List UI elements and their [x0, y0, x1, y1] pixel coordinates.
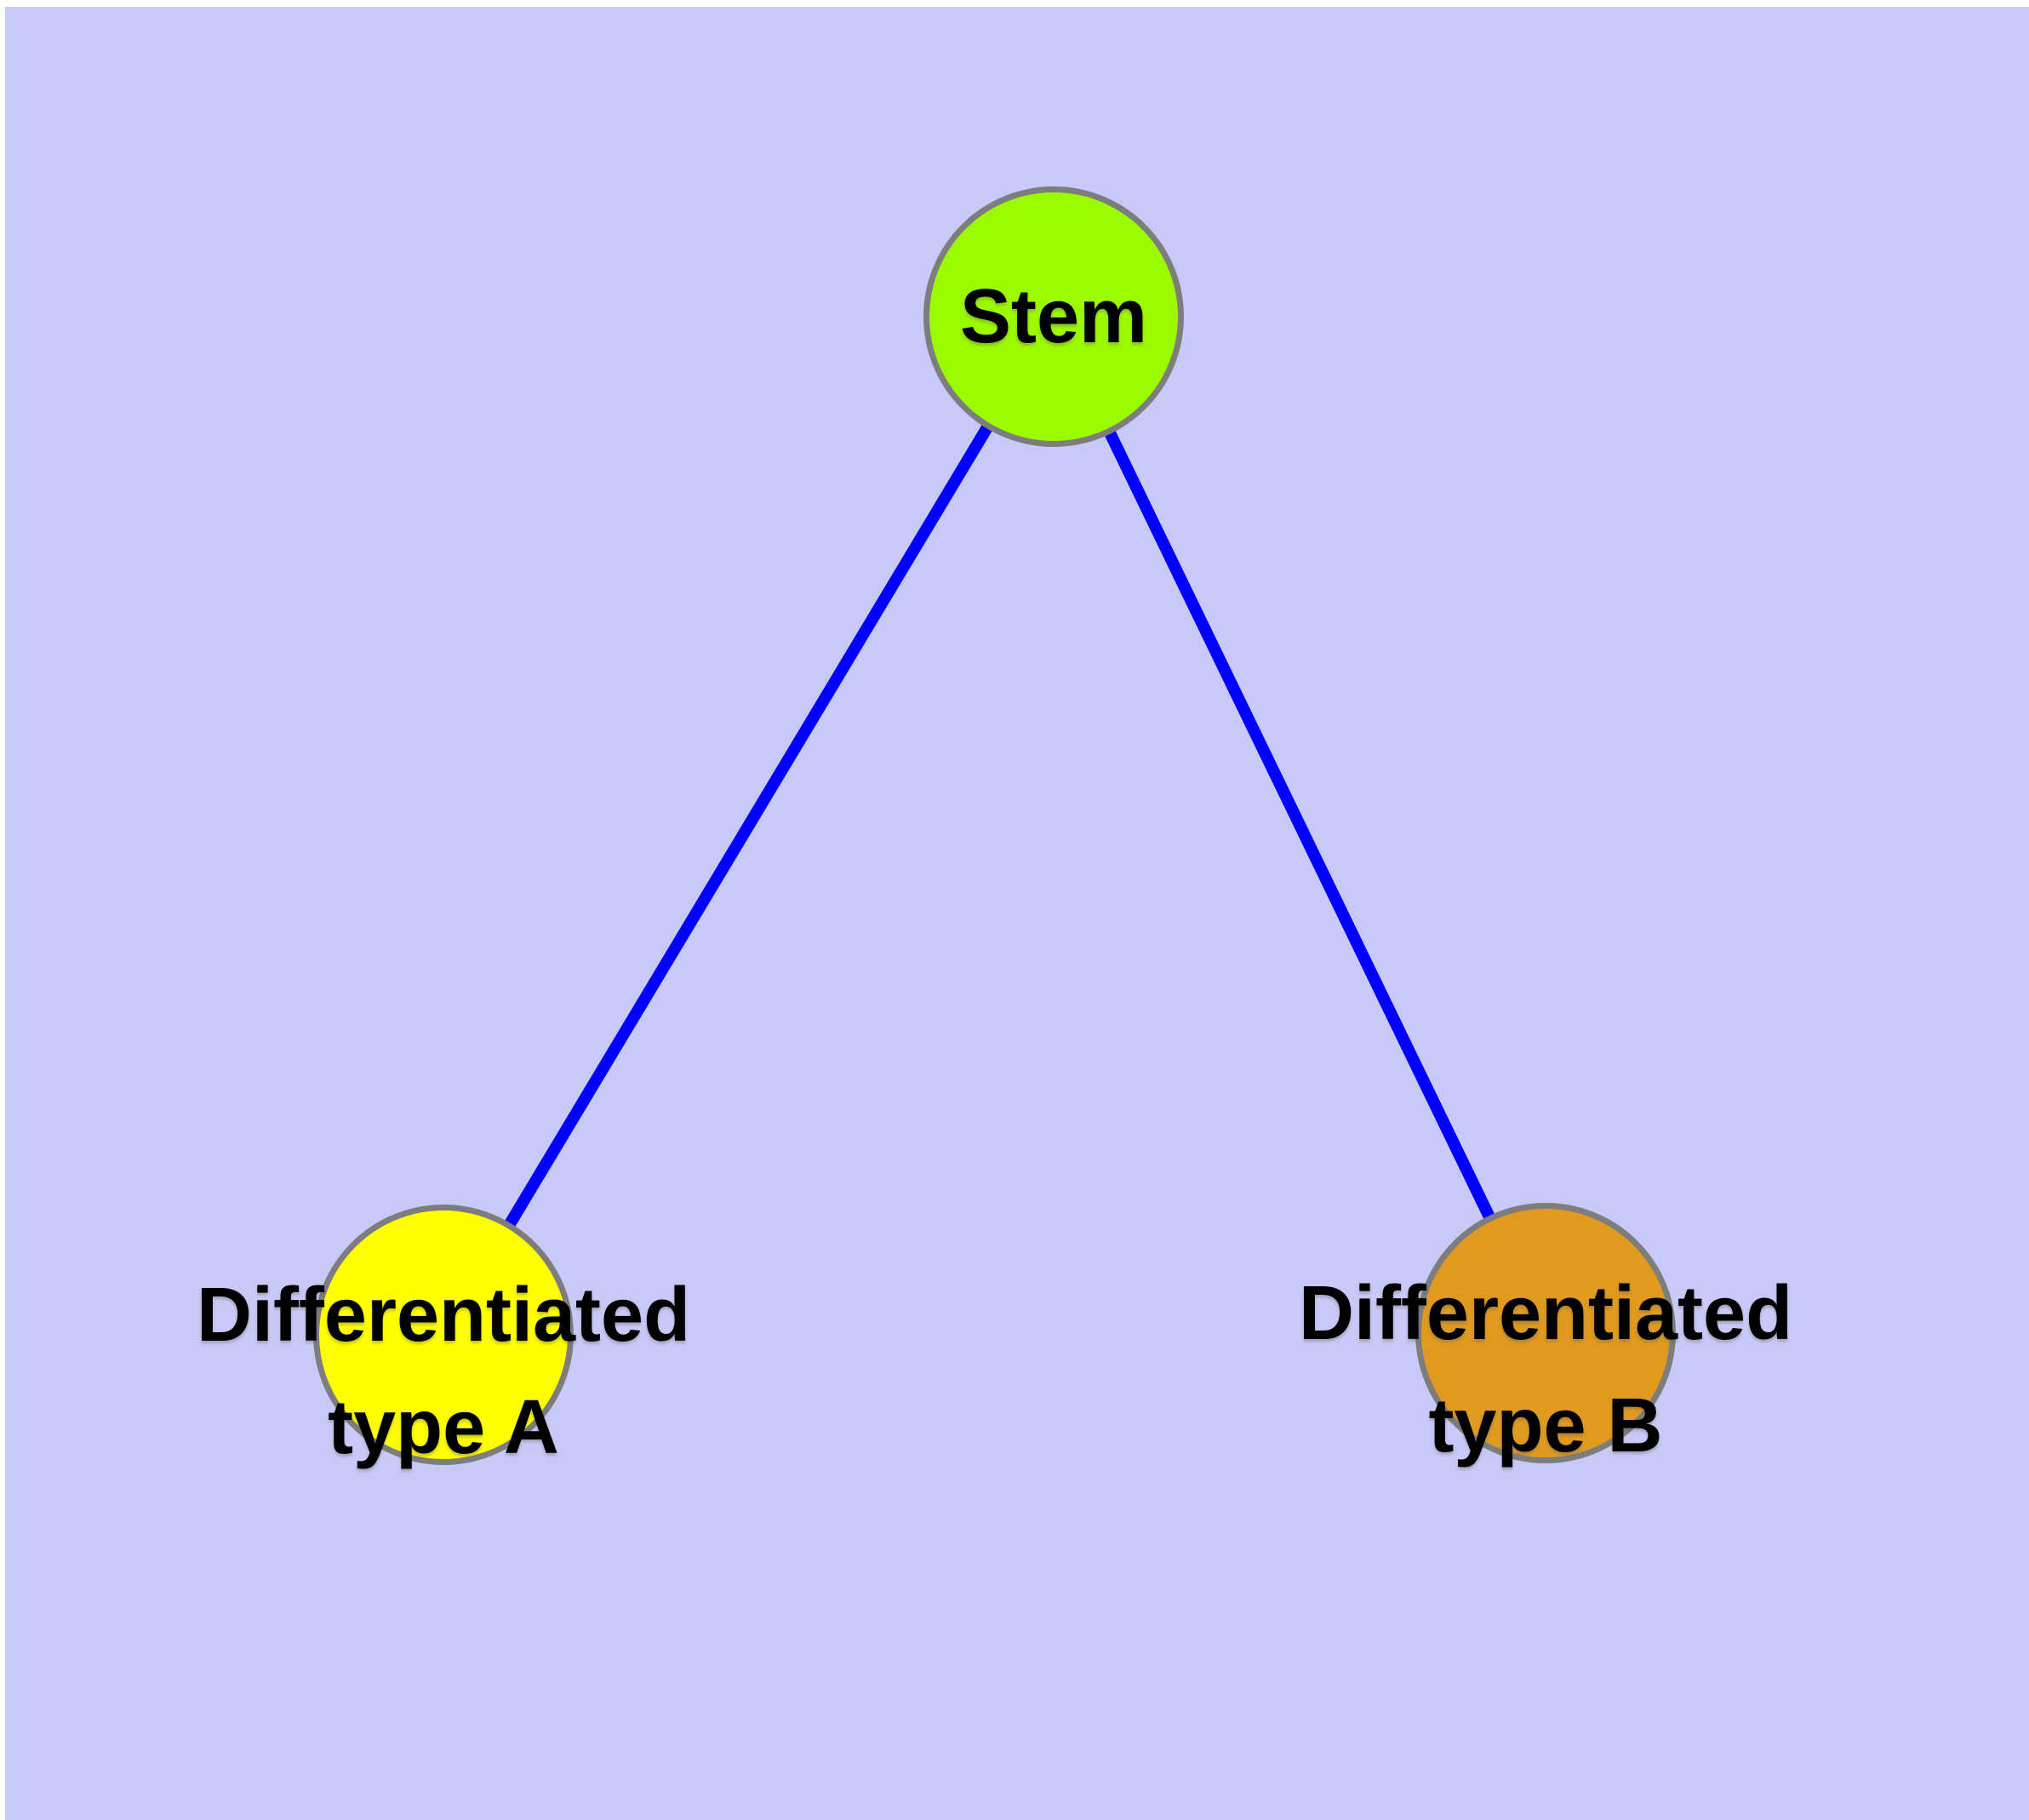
label-line: Stem: [959, 274, 1148, 359]
node-label-differentiated-type-b: Differentiated type B: [1299, 1257, 1792, 1482]
node-label-differentiated-type-a: Differentiated type A: [197, 1259, 690, 1484]
label-line: Differentiated: [196, 1273, 691, 1358]
label-line: type B: [1428, 1383, 1663, 1468]
node-label-stem: Stem: [960, 260, 1147, 373]
node-differentiated-type-b: [1415, 1203, 1676, 1463]
label-line: Differentiated: [1298, 1271, 1793, 1356]
node-stem: [923, 186, 1184, 447]
label-line: type A: [328, 1385, 559, 1470]
node-differentiated-type-a: [313, 1205, 574, 1465]
